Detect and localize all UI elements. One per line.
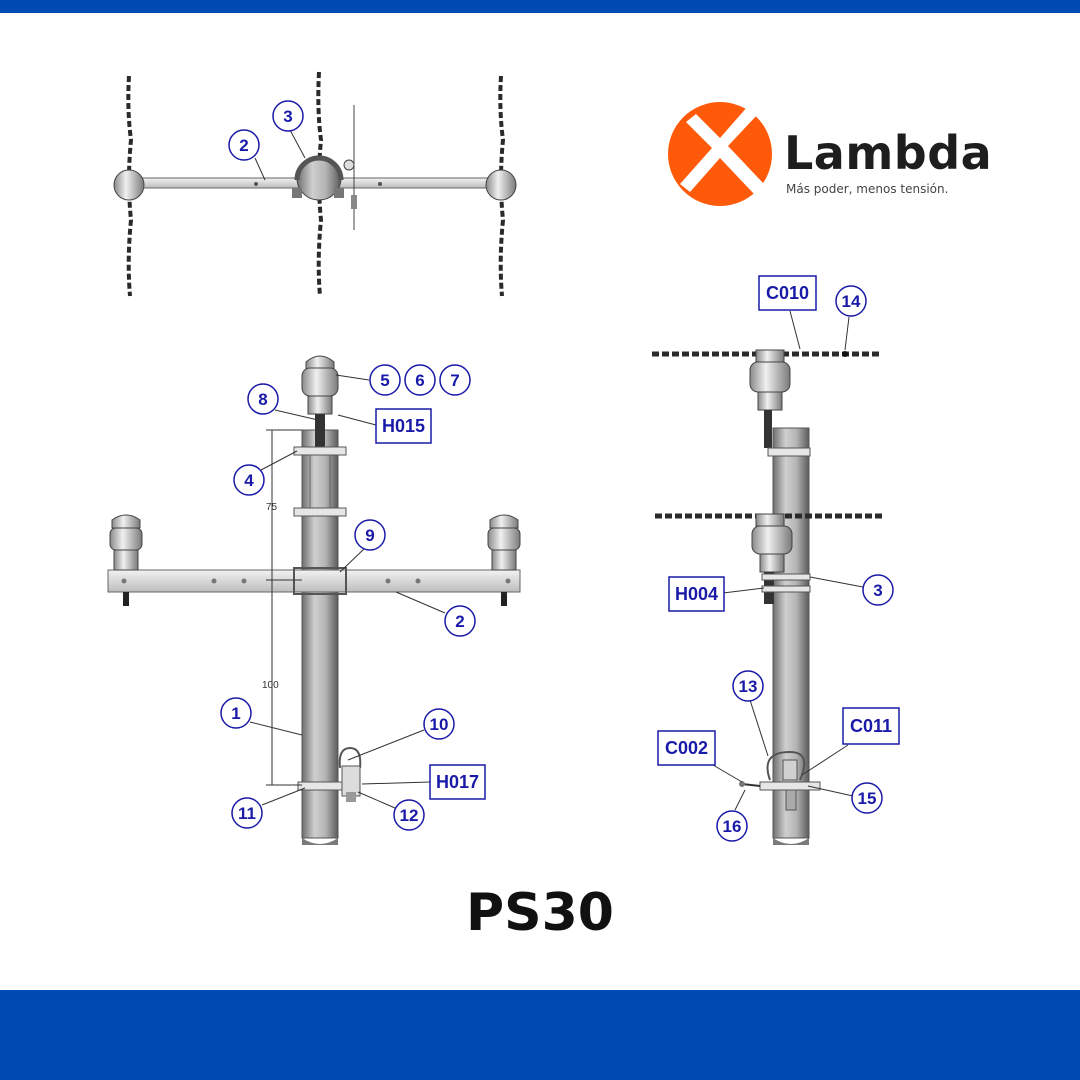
side-view-callouts: 14 3 13 16 15	[716, 285, 894, 842]
svg-text:16: 16	[723, 817, 742, 836]
callout-circle: 11	[231, 797, 263, 829]
insulator-top-right	[485, 169, 517, 201]
top-view-callouts: 2 3	[228, 100, 304, 161]
svg-text:9: 9	[365, 526, 374, 545]
pole-band-lower	[297, 781, 343, 791]
insulator-front-top	[301, 355, 339, 448]
svg-text:H017: H017	[436, 772, 479, 792]
callout-circle: 6	[404, 364, 436, 396]
svg-text:C011: C011	[850, 716, 892, 736]
callout-circle: 9	[354, 519, 386, 551]
insulator-front-right	[487, 514, 521, 606]
front-view: 75 100	[107, 355, 521, 845]
svg-text:C002: C002	[665, 738, 708, 758]
brand-tagline: Más poder, menos tensión.	[786, 182, 949, 196]
top-color-band	[0, 0, 1080, 13]
pole-band-middle	[293, 507, 347, 517]
svg-text:2: 2	[455, 612, 464, 631]
svg-text:7: 7	[450, 371, 459, 390]
pole-front	[301, 429, 339, 839]
svg-text:1: 1	[231, 704, 240, 723]
svg-text:3: 3	[873, 581, 882, 600]
bolt-top-left	[292, 188, 302, 198]
bottom-color-band	[0, 990, 1080, 1080]
callout-circle: 13	[732, 670, 764, 702]
lambda-logo	[668, 102, 772, 206]
front-view-codes: H015 H017	[375, 408, 486, 800]
code-box: C011	[842, 707, 900, 745]
dimension-75: 75	[266, 502, 278, 513]
code-box: C002	[657, 730, 716, 766]
svg-text:H004: H004	[675, 584, 718, 604]
callout-circle: 5	[369, 364, 401, 396]
callout-circle: 16	[716, 810, 748, 842]
code-box: H004	[668, 576, 725, 612]
bolt-top-right	[334, 188, 344, 198]
callout-circle: 15	[851, 782, 883, 814]
structure-title: PS30	[466, 883, 614, 943]
bracket-top	[294, 155, 344, 181]
svg-text:10: 10	[430, 715, 449, 734]
callout-circle: 10	[423, 708, 455, 740]
svg-text:2: 2	[239, 136, 248, 155]
callout-circle: 7	[439, 364, 471, 396]
insulator-side-top	[749, 349, 791, 448]
svg-text:4: 4	[244, 471, 254, 490]
callout-circle: 12	[393, 799, 425, 831]
callout-circle: 1	[220, 697, 252, 729]
callout-circle: 2	[228, 129, 260, 161]
side-view-codes: C010 H004 C002 C011	[657, 275, 900, 766]
crossarm-front	[107, 569, 521, 593]
code-box: H015	[375, 408, 432, 444]
svg-text:5: 5	[380, 371, 389, 390]
insulator-front-left	[109, 514, 143, 606]
fitting-top	[343, 159, 355, 171]
svg-text:12: 12	[400, 806, 419, 825]
svg-text:8: 8	[258, 390, 267, 409]
callout-circle: 3	[272, 100, 304, 132]
code-box: H017	[429, 764, 486, 800]
svg-text:14: 14	[842, 292, 861, 311]
side-view	[652, 349, 885, 845]
top-view	[113, 71, 517, 297]
callout-circle: 2	[444, 605, 476, 637]
brand-name: Lambda	[784, 126, 993, 180]
svg-text:6: 6	[415, 371, 424, 390]
svg-text:13: 13	[739, 677, 758, 696]
svg-text:3: 3	[283, 107, 292, 126]
code-box: C010	[758, 275, 817, 311]
svg-text:H015: H015	[382, 416, 425, 436]
clamp-top	[351, 195, 357, 209]
svg-text:C010: C010	[766, 283, 809, 303]
callout-circle: 3	[862, 574, 894, 606]
callout-circle: 8	[247, 383, 279, 415]
svg-text:11: 11	[238, 804, 256, 823]
insulator-top-left	[113, 169, 145, 201]
callout-leaders	[249, 310, 864, 811]
callout-circle: 4	[233, 464, 265, 496]
svg-text:15: 15	[858, 789, 877, 808]
pole-band-upper	[293, 446, 347, 456]
front-view-callouts: 5 6 7 8 4 9 2 1	[220, 364, 476, 831]
callout-circle: 14	[835, 285, 867, 317]
dimension-100: 100	[262, 680, 279, 691]
